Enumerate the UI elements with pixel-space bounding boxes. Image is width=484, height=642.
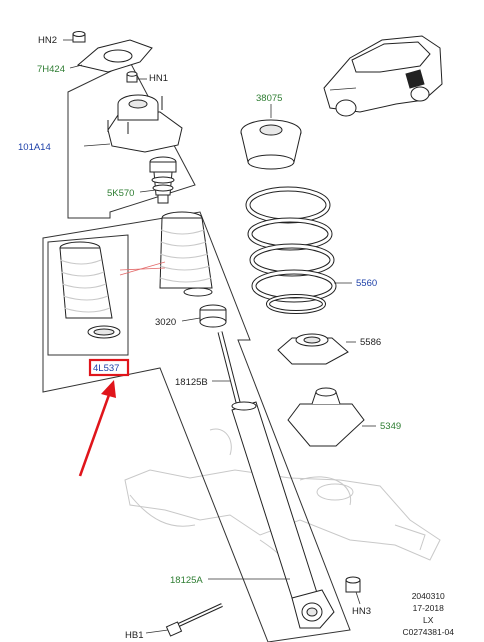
label-101a14[interactable]: 101A14 [18,142,51,153]
coil-spring-5560 [245,186,352,314]
upper-mount-101a14 [83,94,183,153]
bump-stop-kit-4l537 [59,241,121,339]
bolt-hb1 [145,603,223,637]
callout-arrow-head [101,380,116,398]
spring-seat-5586 [277,333,356,365]
mount-plate-7h424 [69,39,153,73]
label-18125a[interactable]: 18125A [170,575,203,586]
vehicle-thumbnail [323,35,443,117]
spring-seat-38075 [240,104,302,170]
label-3020[interactable]: 3020 [155,317,176,328]
shock-absorber [208,331,335,629]
label-38075[interactable]: 38075 [256,93,282,104]
bump-stop-kit-frame [47,234,129,356]
label-hn1[interactable]: HN1 [149,73,168,84]
label-5586[interactable]: 5586 [360,337,381,348]
bump-stop-5k570 [139,156,177,204]
label-hn3[interactable]: HN3 [352,606,371,617]
footer-line-3: LX [423,615,434,625]
label-5349[interactable]: 5349 [380,421,401,432]
label-4l537[interactable]: 4L537 [93,363,119,374]
top-nut-hn2 [63,31,86,43]
nut-hn3 [345,576,361,605]
kit-reference-lines [119,261,166,276]
label-hn2[interactable]: HN2 [38,35,57,46]
diagram-reference-footer: 2040310 17-2018 LX C0274381-04 [402,590,454,638]
footer-line-1: 2040310 [411,591,445,601]
spring-pad-5349 [287,387,376,447]
spacer-3020 [181,304,227,328]
label-5k570[interactable]: 5K570 [107,188,134,199]
dust-boot [159,211,213,297]
label-5560[interactable]: 5560 [356,278,377,289]
callout-arrow-shaft [78,391,112,477]
footer-line-4: C0274381-04 [402,627,454,637]
label-7h424[interactable]: 7H424 [37,64,65,75]
label-hb1[interactable]: HB1 [125,630,143,641]
footer-line-2: 17-2018 [412,603,444,613]
shock-group-frame [42,211,351,642]
callout-highlight-box [88,358,130,377]
nut-hn1 [126,71,147,83]
label-18125b[interactable]: 18125B [175,377,208,388]
